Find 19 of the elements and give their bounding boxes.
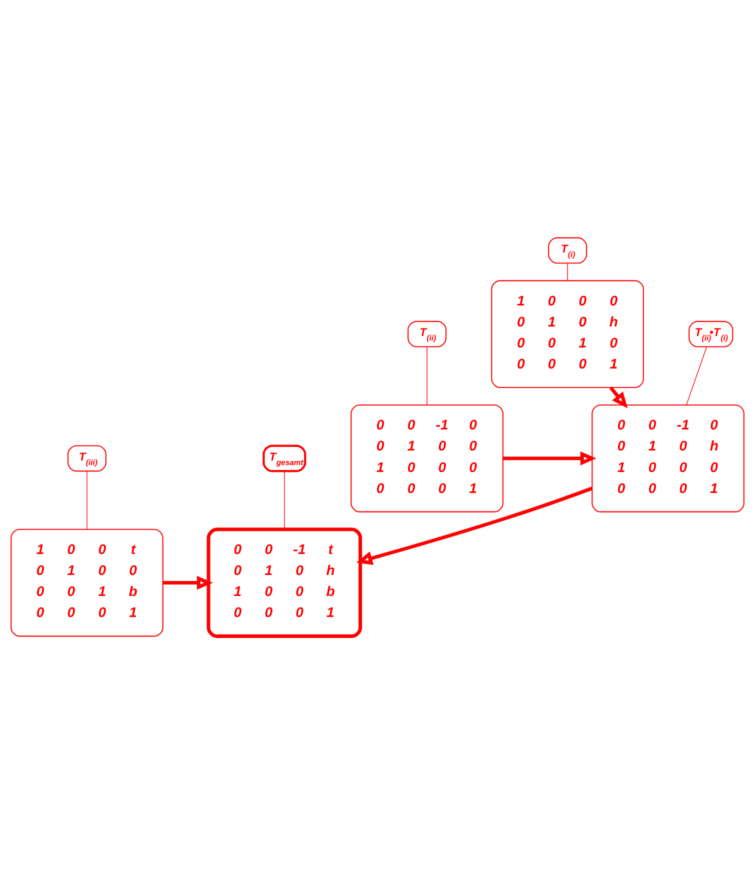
node-box: T$_{(ii)}$	[408, 320, 447, 347]
node-box: 0 0 -1 0 0 1 0 h 1 0 0 0 0 0 0 1	[592, 404, 744, 512]
node-box: 0 0 -1 0 0 1 0 0 1 0 0 0 0 0 0 1	[350, 404, 504, 512]
node-box: T$_{(ii)}$•T$_{(i)}$	[688, 320, 734, 347]
arrow	[503, 450, 596, 465]
arrow	[609, 386, 628, 408]
node-box: T$_{gesamt}$	[262, 444, 306, 472]
connector	[686, 346, 708, 405]
connector	[284, 470, 285, 529]
connector	[86, 470, 88, 529]
arrow	[356, 486, 593, 564]
connector	[567, 262, 568, 280]
arrow	[162, 575, 213, 590]
node-box: 0 0 -1 t 0 1 0 h 1 0 0 b 0 0 0 1	[206, 527, 362, 638]
node-box: T$_{(i)}$	[548, 236, 588, 264]
node-box: 1 0 0 0 0 1 0 h 0 0 1 0 0 0 0 1	[491, 280, 644, 388]
node-box: 1 0 0 t 0 1 0 0 0 0 1 b 0 0 0 1	[10, 528, 164, 636]
connector	[426, 346, 428, 405]
node-box: T$_{(iii)}$	[67, 444, 106, 472]
